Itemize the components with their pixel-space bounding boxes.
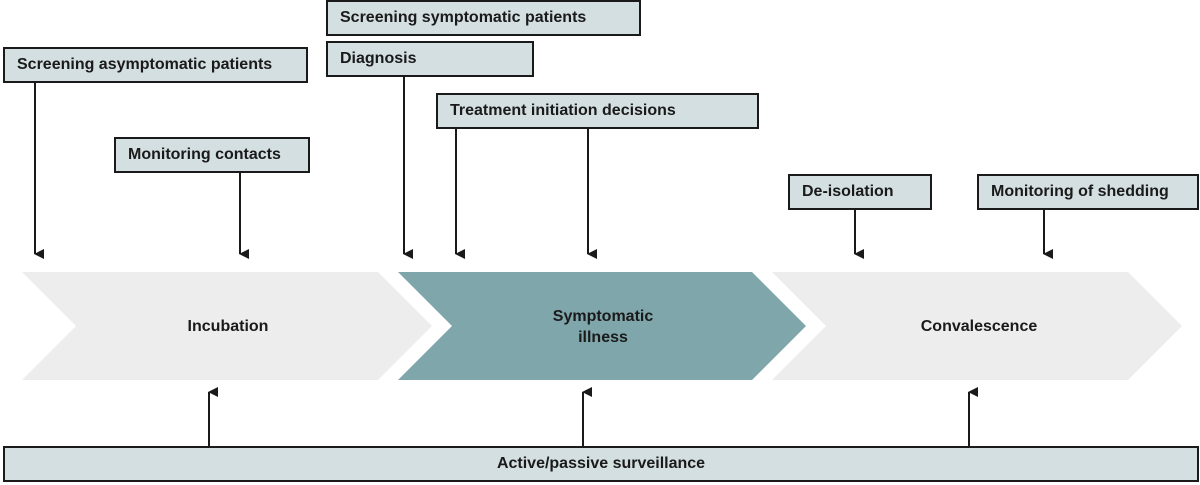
box-monitoring-shedding: Monitoring of shedding [977, 174, 1199, 210]
stage-label-incubation: Incubation [187, 318, 269, 335]
stage-label-symptomatic: Symptomatic illness [523, 306, 683, 348]
stage-label-symptomatic-line1: Symptomatic [552, 308, 654, 325]
stage-chevron-symptomatic [398, 272, 806, 380]
stage-label-symptomatic-line2: illness [578, 329, 628, 346]
stage-chevron-incubation [22, 272, 432, 380]
stage-label-convalescence: Convalescence [920, 318, 1038, 335]
box-diagnosis: Diagnosis [326, 41, 534, 77]
box-de-isolation: De-isolation [788, 174, 932, 210]
box-screening-symptomatic: Screening symptomatic patients [326, 0, 641, 36]
box-monitoring-contacts: Monitoring contacts [114, 137, 310, 173]
box-surveillance: Active/passive surveillance [3, 446, 1199, 482]
box-screening-asymptomatic: Screening asymptomatic patients [3, 47, 308, 83]
stage-chevron-convalescence [772, 272, 1182, 380]
box-treatment-initiation: Treatment initiation decisions [436, 93, 759, 129]
